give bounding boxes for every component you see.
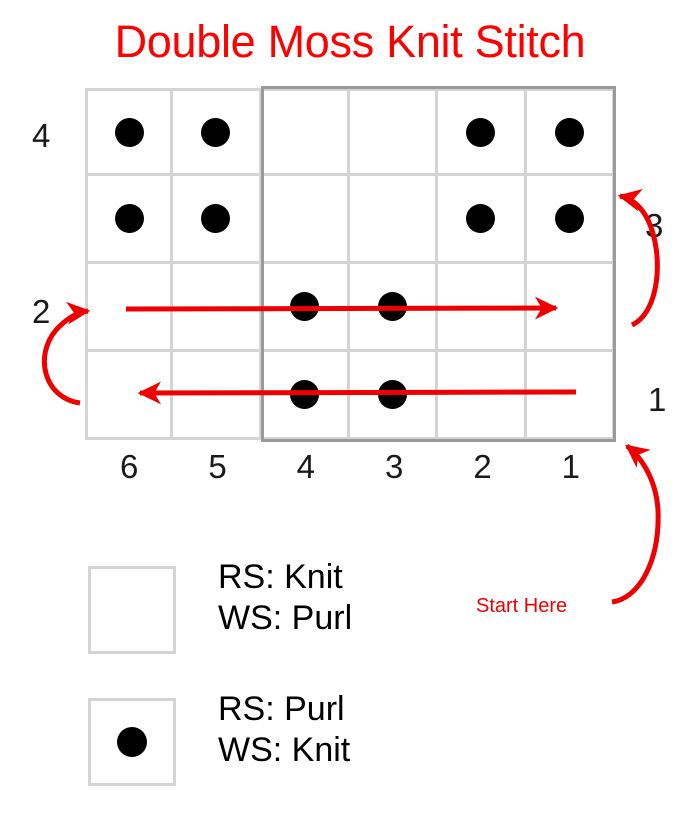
purl-dot-icon [201,204,231,233]
chart-cell-r3-c4 [261,176,350,264]
purl-dot-icon [554,117,584,147]
chart-cell-r2-c1 [526,264,615,352]
column-label-5: 5 [208,448,227,485]
chart-cell-r3-c3 [350,176,439,264]
purl-dot-icon [117,727,147,757]
chart-cell-r2-c6 [85,264,174,352]
chart-cell-r1-c4 [261,352,350,440]
column-label-2: 2 [473,448,492,485]
legend-purl-line1: RS: Purl [218,690,345,728]
legend-item-knit: RS: Knit WS: Purl [88,558,528,654]
chart-cell-r3-c1 [526,176,615,264]
row-label-4: 4 [32,117,51,154]
chart-cell-r1-c3 [350,352,439,440]
chart-cell-r3-c5 [173,176,262,264]
legend-text-knit: RS: Knit WS: Purl [218,557,352,639]
purl-dot-icon [114,204,144,233]
purl-dot-icon [466,204,496,233]
purl-dot-icon [378,292,408,321]
chart-cell-r3-c6 [85,176,174,264]
column-label-4: 4 [296,448,315,485]
chart-cell-r4-c3 [350,88,439,176]
chart-cell-r1-c1 [526,352,615,440]
purl-dot-icon [201,117,231,147]
legend-text-purl: RS: Purl WS: Knit [218,689,350,771]
chart-cell-r2-c3 [350,264,439,352]
row2-turnaround-arrow [41,301,91,406]
chart-cell-r1-c2 [438,352,527,440]
row-label-1: 1 [648,381,667,418]
start-here-arrow [611,444,661,605]
purl-dot-icon [289,380,319,409]
chart-cell-r4-c2 [438,88,527,176]
page-title: Double Moss Knit Stitch [114,16,586,67]
start-here-label: Start Here [476,595,568,617]
row-label-3: 3 [645,207,664,244]
chart-cell-r2-c2 [438,264,527,352]
row-label-2: 2 [32,293,51,330]
chart-cell-r2-c5 [173,264,262,352]
legend-swatch-blank-square [88,566,176,654]
purl-dot-icon [466,117,496,147]
purl-dot-icon [554,204,584,233]
stitch-chart-grid [85,88,615,440]
purl-dot-icon [378,380,408,409]
purl-dot-icon [289,292,319,321]
chart-cell-r1-c6 [85,352,174,440]
chart-cell-r1-c5 [173,352,262,440]
column-label-6: 6 [119,448,139,485]
chart-cell-r3-c2 [438,176,527,264]
chart-cell-r4-c6 [85,88,174,176]
column-label-3: 3 [384,448,404,485]
legend-swatch-dot-square [88,698,176,786]
legend-purl-line2: WS: Knit [218,731,351,769]
chart-cell-r4-c1 [526,88,615,176]
chart-cell-r4-c4 [261,88,350,176]
column-label-1: 1 [561,448,580,485]
chart-cell-r4-c5 [173,88,262,176]
chart-cell-r2-c4 [261,264,350,352]
legend-item-purl: RS: Purl WS: Knit [88,690,528,786]
legend-knit-line2: WS: Purl [218,599,353,637]
column-number-labels: 6 5 4 3 2 1 [85,448,615,488]
legend-knit-line1: RS: Knit [218,558,343,596]
purl-dot-icon [114,117,144,147]
